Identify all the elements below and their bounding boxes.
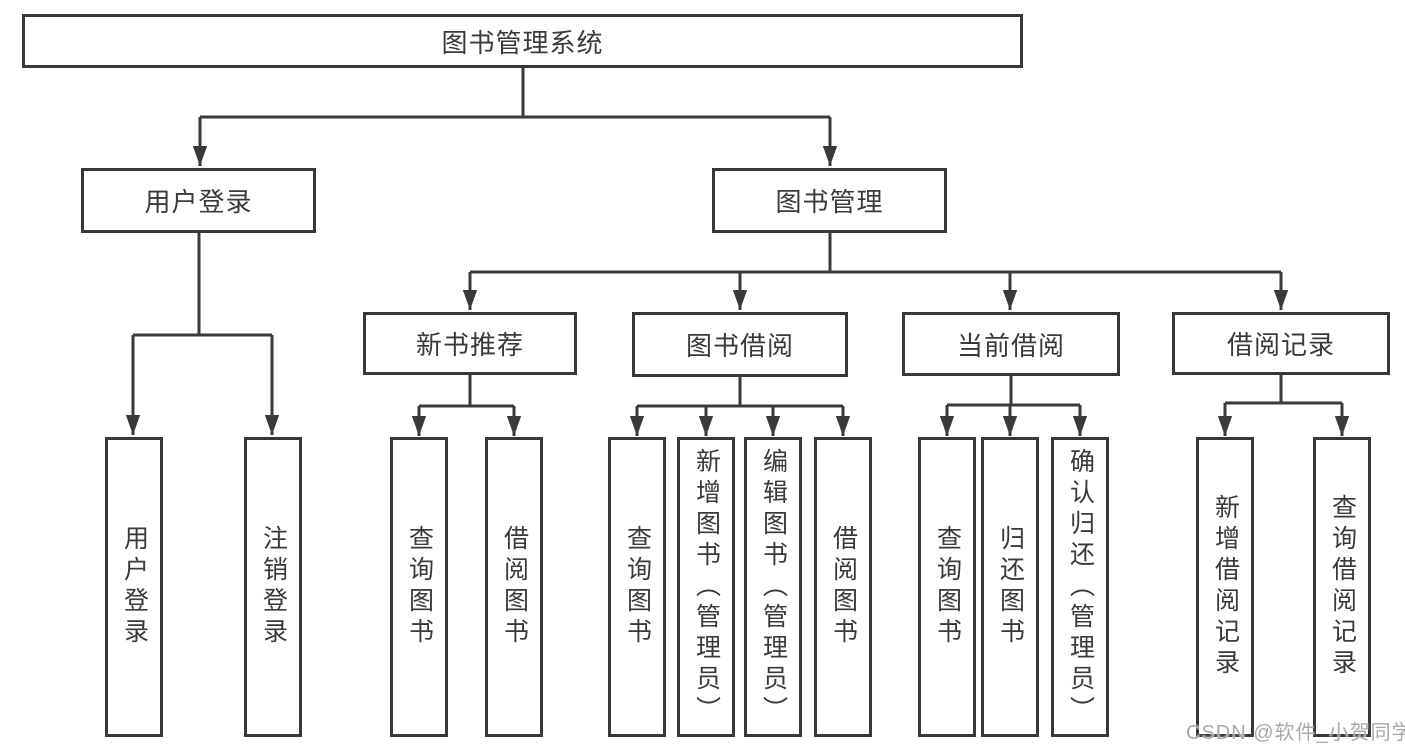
leaf-add-book-admin-label: 新增图书（管理员） xyxy=(692,447,721,727)
leaf-query-borrow-record-label: 查询借阅记录 xyxy=(1328,494,1357,680)
leaf-confirm-return-admin: 确认归还（管理员） xyxy=(1051,437,1109,737)
leaf-logout: 注销登录 xyxy=(244,437,302,737)
leaf-add-borrow-record-label: 新增借阅记录 xyxy=(1211,494,1240,680)
leaf-current-query-books: 查询图书 xyxy=(918,437,976,737)
leaf-user-login-label: 用户登录 xyxy=(120,525,149,649)
csdn-watermark: CSDN @软件_小贺同学 xyxy=(1186,722,1405,744)
leaf-edit-book-admin-label: 编辑图书（管理员） xyxy=(759,447,788,727)
leaf-current-query-books-label: 查询图书 xyxy=(933,525,962,649)
leaf-logout-label: 注销登录 xyxy=(259,525,288,649)
leaf-borrow-books-label: 借阅图书 xyxy=(829,525,858,649)
leaf-return-book-label: 归还图书 xyxy=(996,525,1025,649)
leaf-add-book-admin: 新增图书（管理员） xyxy=(677,437,735,737)
leaf-borrow-books: 借阅图书 xyxy=(814,437,872,737)
leaf-borrow-query-books: 查询图书 xyxy=(608,437,666,737)
node-current-borrow: 当前借阅 xyxy=(902,312,1120,376)
leaf-edit-book-admin: 编辑图书（管理员） xyxy=(744,437,802,737)
node-new-book-recommend: 新书推荐 xyxy=(363,312,577,375)
leaf-add-borrow-record: 新增借阅记录 xyxy=(1196,437,1254,737)
leaf-confirm-return-admin-label: 确认归还（管理员） xyxy=(1066,447,1095,727)
leaf-query-borrow-record: 查询借阅记录 xyxy=(1313,437,1371,737)
node-root-system: 图书管理系统 xyxy=(22,14,1023,68)
leaf-recommend-query-books: 查询图书 xyxy=(390,437,448,737)
leaf-recommend-query-books-label: 查询图书 xyxy=(405,525,434,649)
leaf-recommend-borrow-books: 借阅图书 xyxy=(485,437,543,737)
node-borrow-records: 借阅记录 xyxy=(1172,312,1390,375)
leaf-return-book: 归还图书 xyxy=(981,437,1039,737)
leaf-recommend-borrow-books-label: 借阅图书 xyxy=(500,525,529,649)
node-user-login: 用户登录 xyxy=(81,168,316,233)
leaf-borrow-query-books-label: 查询图书 xyxy=(623,525,652,649)
node-book-management: 图书管理 xyxy=(712,168,947,233)
leaf-user-login: 用户登录 xyxy=(105,437,163,737)
node-book-borrow: 图书借阅 xyxy=(632,312,848,377)
